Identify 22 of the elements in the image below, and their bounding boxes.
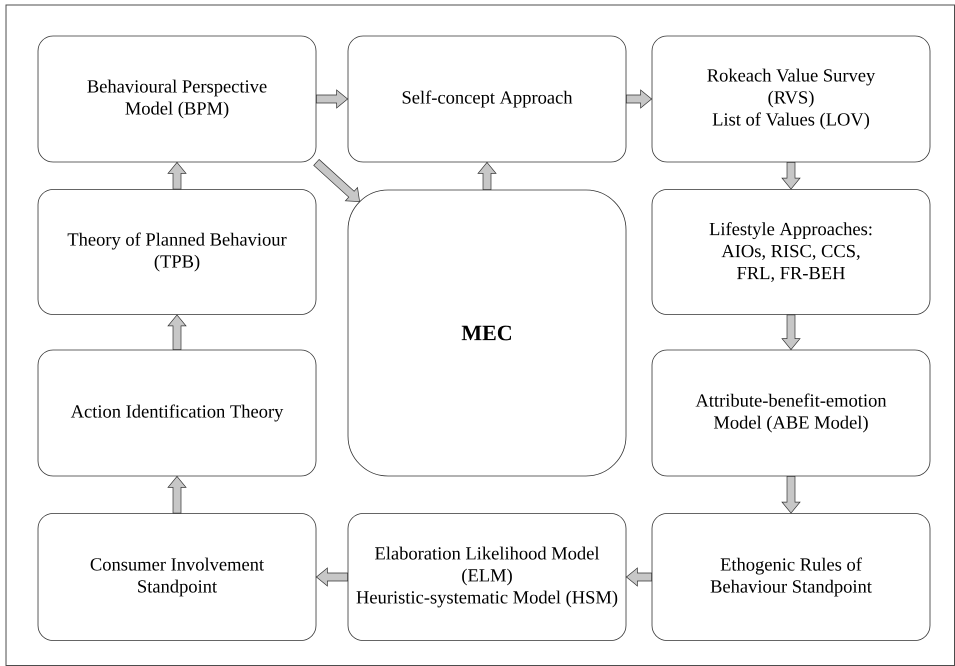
process-box: Behavioural Perspective Model (BPM) (38, 36, 316, 162)
block-arrow (626, 567, 652, 587)
block-arrow (167, 162, 187, 190)
process-box: Consumer Involvement Standpoint (38, 513, 316, 641)
block-arrow (781, 476, 801, 514)
process-box: Action Identification Theory (38, 350, 316, 476)
process-box: Ethogenic Rules of Behaviour Standpoint (652, 513, 930, 641)
block-arrow (626, 89, 652, 109)
process-box: Rokeach Value Survey (RVS) List of Values (LOV) (652, 36, 930, 162)
block-arrow (316, 567, 348, 587)
block-arrow (316, 89, 348, 109)
process-box: Lifestyle Approaches: AIOs, RISC, CCS, FRL, FR-BEH (652, 189, 930, 315)
block-arrow (781, 314, 801, 350)
block-arrow (781, 162, 801, 190)
block-arrow (167, 314, 187, 350)
process-box: Self-concept Approach (348, 36, 626, 162)
process-box: Attribute-benefit-emotion Model (ABE Model) (652, 350, 930, 476)
process-box: Theory of Planned Behaviour (TPB) (38, 189, 316, 315)
rounded-box: MEC (348, 190, 626, 476)
block-arrow (167, 476, 187, 514)
process-box: Elaboration Likelihood Model (ELM) Heuristic-systematic Model (HSM) (348, 513, 626, 641)
block-arrow (477, 162, 497, 190)
